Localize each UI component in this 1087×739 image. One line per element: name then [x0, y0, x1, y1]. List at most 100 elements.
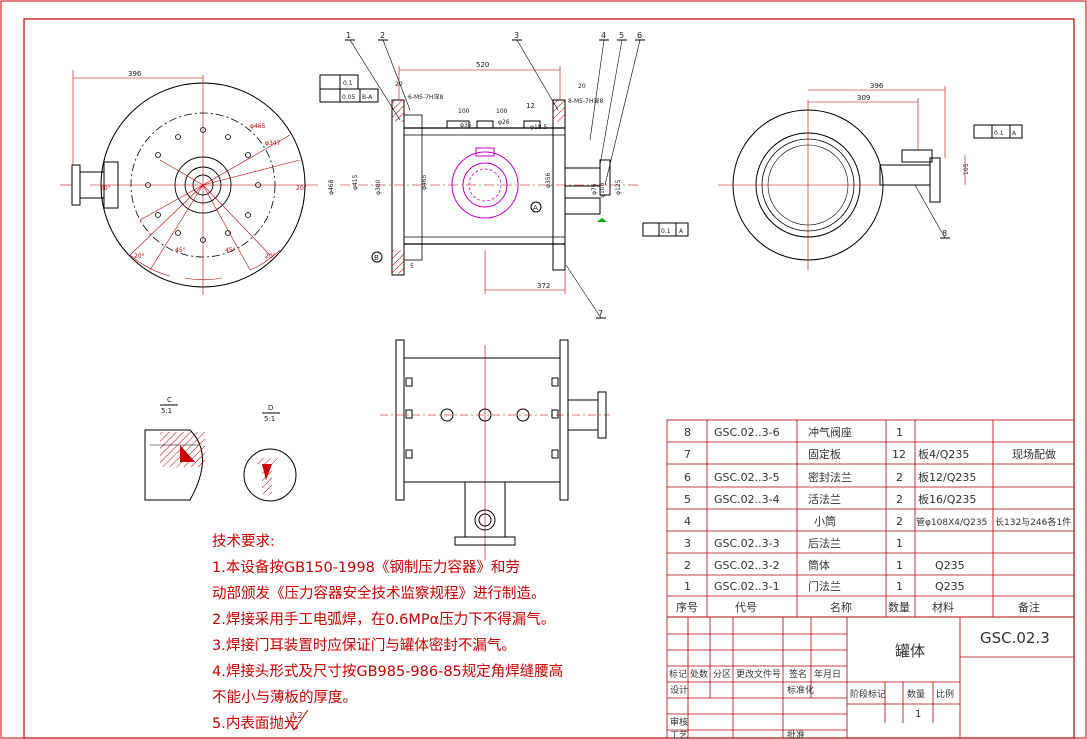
balloon-3: 3 — [514, 31, 519, 40]
svg-text:小筒: 小筒 — [814, 514, 836, 528]
svg-text:数量: 数量 — [888, 601, 910, 614]
roughness-value: 3.2 — [290, 711, 303, 720]
svg-text:8: 8 — [684, 426, 691, 439]
svg-text:序号: 序号 — [676, 600, 698, 614]
svg-text:Q235: Q235 — [935, 580, 965, 593]
dim-phi108: φ108 — [599, 182, 606, 198]
right-end-view: 396 309 105 0.1 A — [718, 82, 1023, 270]
dim-phi415: φ415 — [352, 174, 359, 190]
requirement-line-4: 3.焊接门耳装置时应保证门与罐体密封不漏气。 — [212, 638, 516, 654]
svg-text:2: 2 — [684, 559, 691, 572]
dim-phi26: φ26 — [498, 119, 510, 126]
svg-text:GSC.02..3-2: GSC.02..3-2 — [714, 559, 780, 572]
dim-phi125: φ125 — [615, 179, 622, 195]
svg-text:签名: 签名 — [789, 668, 807, 680]
tol-c: 0.1 — [661, 228, 671, 235]
svg-text:数量: 数量 — [907, 688, 925, 700]
balloon-7: 7 — [598, 309, 603, 318]
title-block-text: 罐体 GSC.02.3 标记 处数 分区 更改文件号 签名 年月日 设计 标准化… — [669, 629, 1050, 739]
svg-text:1: 1 — [915, 709, 921, 720]
angle-20-d: 20° — [265, 253, 276, 260]
balloon-8: 8 — [942, 229, 947, 238]
dim-phi465-front: φ465 — [421, 174, 428, 190]
svg-text:材料: 材料 — [932, 600, 954, 614]
svg-text:1: 1 — [896, 537, 903, 550]
svg-text:固定板: 固定板 — [808, 447, 841, 461]
dim-520: 520 — [476, 61, 489, 69]
datum-a: A — [533, 204, 538, 212]
svg-text:2: 2 — [896, 515, 903, 528]
detail-d: D 5:1 — [243, 404, 297, 502]
angle-20-c: 20° — [134, 253, 145, 260]
svg-text:7: 7 — [684, 448, 691, 461]
svg-text:板16/Q235: 板16/Q235 — [918, 492, 976, 506]
requirement-line-2: 动部颁发《压力容器安全技术监察规程》进行制造。 — [212, 586, 546, 602]
balloon-1: 1 — [346, 31, 351, 40]
dim-phi465-left: φ465 — [250, 123, 266, 130]
svg-text:代号: 代号 — [735, 601, 757, 614]
tol-d-ref: A — [1012, 130, 1017, 137]
svg-text:1: 1 — [684, 580, 691, 593]
svg-text:1: 1 — [896, 559, 903, 572]
thread-b: 8-M5-7H深8 — [568, 97, 603, 105]
dim-396-left: 396 — [128, 70, 142, 78]
svg-text:GSC.02..3-1: GSC.02..3-1 — [714, 580, 780, 593]
svg-text:GSC.02..3-6: GSC.02..3-6 — [714, 426, 780, 439]
svg-text:现场配做: 现场配做 — [1012, 447, 1056, 461]
dim-105: 105 — [963, 163, 970, 175]
svg-text:处数: 处数 — [690, 668, 708, 680]
dim-phi468: φ468 — [328, 179, 335, 195]
dim-phi356: φ356 — [545, 172, 552, 188]
dim-100-a: 100 — [458, 108, 470, 115]
dim-100-b: 100 — [496, 108, 508, 115]
balloon-2: 2 — [380, 31, 385, 40]
svg-text:C: C — [167, 396, 172, 404]
dim-phi300: φ300 — [375, 179, 382, 195]
svg-text:密封法兰: 密封法兰 — [808, 470, 852, 484]
svg-text:Q235: Q235 — [935, 559, 965, 572]
tol-d: 0.1 — [994, 130, 1004, 137]
front-section-view: 520 372 100 100 φ35 φ26 φ18.5 12 20 20 6… — [319, 61, 689, 294]
svg-text:阶段标记: 阶段标记 — [850, 688, 886, 700]
svg-text:标准化: 标准化 — [787, 684, 814, 696]
balloon-5: 5 — [619, 31, 624, 40]
svg-text:5: 5 — [684, 493, 691, 506]
dim-phi76: φ76 — [591, 183, 598, 195]
dim-309: 309 — [857, 94, 870, 102]
angle-20-a: 20° — [100, 185, 111, 192]
dim-372: 372 — [537, 282, 550, 290]
svg-text:门法兰: 门法兰 — [808, 579, 841, 593]
svg-text:5:1: 5:1 — [264, 415, 275, 423]
svg-text:板12/Q235: 板12/Q235 — [918, 470, 976, 484]
angle-20-b: 20° — [296, 185, 307, 192]
requirement-line-1: 1.本设备按GB150-1998《钢制压力容器》和劳 — [212, 560, 520, 576]
dim-5: 5 — [410, 263, 414, 270]
svg-text:GSC.02..3-3: GSC.02..3-3 — [714, 537, 780, 550]
part-name: 罐体 — [895, 642, 925, 660]
requirement-line-5: 4.焊接头形式及尺寸按GB985-986-85规定角焊缝腰高 — [212, 664, 564, 680]
svg-text:12: 12 — [892, 448, 906, 461]
dim-phi18: φ18.5 — [530, 124, 548, 131]
top-view — [380, 339, 610, 560]
svg-text:GSC.02..3-4: GSC.02..3-4 — [714, 493, 780, 506]
svg-text:1: 1 — [896, 426, 903, 439]
dim-12: 12 — [526, 102, 535, 110]
svg-text:分区: 分区 — [713, 669, 731, 680]
svg-text:标记: 标记 — [669, 668, 687, 680]
balloon-6: 6 — [637, 31, 642, 40]
dim-20-a: 20 — [395, 81, 403, 88]
svg-text:1: 1 — [896, 580, 903, 593]
roughness-symbol — [287, 709, 309, 731]
tol-b: 0.05 — [342, 94, 356, 101]
svg-text:年月日: 年月日 — [814, 668, 841, 680]
svg-text:活法兰: 活法兰 — [808, 492, 841, 506]
svg-text:6: 6 — [684, 471, 691, 484]
svg-text:工艺: 工艺 — [670, 730, 688, 739]
bom-rows: 8 GSC.02..3-6 冲气阀座 1 7 固定板 12 板4/Q235 现场… — [676, 425, 1071, 614]
bolt-holes — [145, 127, 261, 243]
svg-text:筒体: 筒体 — [808, 558, 830, 572]
left-end-view: 396 φ465 φ347 20° 20° 20° 20° 45° 45° — [60, 70, 318, 295]
dim-phi347-left: φ347 — [265, 140, 281, 147]
angle-45-b: 45° — [225, 247, 236, 254]
